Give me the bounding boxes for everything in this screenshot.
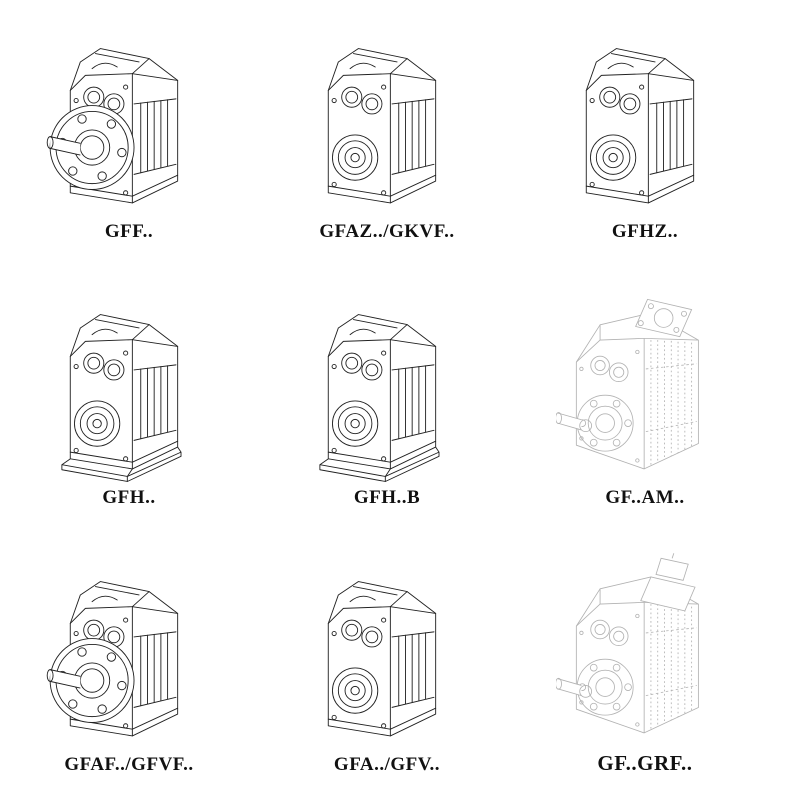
product-label: GF..AM.. xyxy=(605,487,685,508)
product-label: GFH.. xyxy=(102,487,156,508)
product-cell: GFH.. xyxy=(40,283,218,518)
product-label: GFA../GFV.. xyxy=(333,754,441,775)
product-cell: GFHZ.. xyxy=(556,16,734,251)
product-cell: GFA../GFV.. xyxy=(298,549,476,784)
foot-mounted-gearbox-drawing xyxy=(40,286,218,484)
product-cell: GF..GRF.. xyxy=(556,549,734,784)
product-label: GFAF../GFVF.. xyxy=(64,754,194,775)
product-label: GF..GRF.. xyxy=(597,751,693,775)
flange-output-gearbox-drawing xyxy=(40,20,218,218)
product-cell: GFAZ../GKVF.. xyxy=(298,16,476,251)
flange-output-gearbox-drawing xyxy=(40,553,218,751)
foot-mounted-gearbox-drawing xyxy=(298,286,476,484)
hollow-bore-gearbox-drawing xyxy=(298,553,476,751)
product-label: GFAZ../GKVF.. xyxy=(319,220,455,242)
product-cell: GFAF../GFVF.. xyxy=(40,549,218,784)
product-cell: GFF.. xyxy=(40,16,218,251)
product-cell: GF..AM.. xyxy=(556,283,734,518)
product-cell: GFH..B xyxy=(298,283,476,518)
product-label: GFF.. xyxy=(104,220,154,242)
hollow-bore-gearbox-drawing xyxy=(298,20,476,218)
grf-input-gearbox-drawing xyxy=(556,550,734,748)
product-label: GFH..B xyxy=(353,487,421,508)
hollow-bore-gearbox-drawing xyxy=(556,20,734,218)
product-label: GFHZ.. xyxy=(611,220,679,242)
motor-adapter-gearbox-drawing xyxy=(556,286,734,484)
